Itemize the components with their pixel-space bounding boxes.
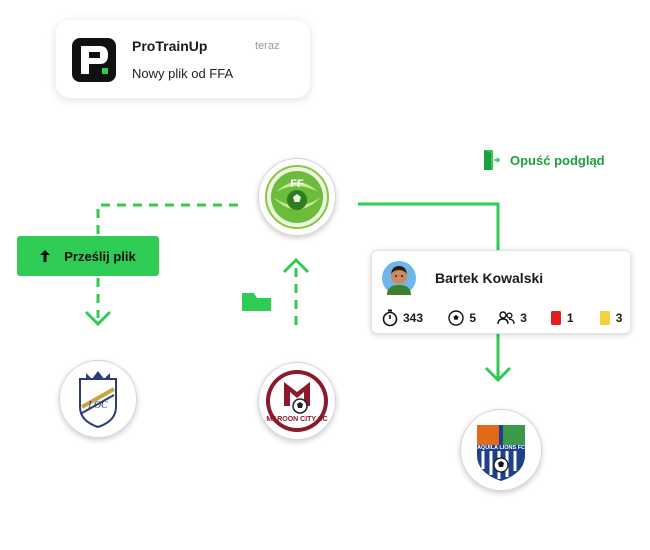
stat-minutes-value: 343 <box>403 311 424 325</box>
notification-message: Nowy plik od FFA <box>132 66 234 81</box>
notification-app-name: ProTrainUp <box>132 38 208 54</box>
leave-preview-button[interactable]: Opuść podgląd <box>482 149 605 171</box>
leave-preview-label: Opuść podgląd <box>510 152 605 168</box>
stat-appearances: 3 <box>497 311 550 325</box>
club-crest-right-icon: AQUILA LIONS FC <box>477 425 525 481</box>
upload-file-label: Prześlij plik <box>64 248 136 264</box>
player-card[interactable]: Bartek Kowalski 343 5 3 <box>371 250 631 334</box>
protrainup-app-icon <box>72 38 116 82</box>
club-logo-left[interactable]: LOC <box>59 360 137 438</box>
arrow-up-icon <box>40 250 51 262</box>
stopwatch-icon <box>382 309 398 327</box>
stat-goals: 5 <box>448 310 497 326</box>
club-middle-logo-text: MAROON CITY SC <box>266 416 327 423</box>
player-stats: 343 5 3 1 <box>382 309 628 327</box>
player-avatar <box>382 261 416 295</box>
player-name: Bartek Kowalski <box>435 270 544 286</box>
club-crest-middle-icon: MAROON CITY SC <box>266 370 328 432</box>
people-icon <box>497 311 515 325</box>
upload-file-button[interactable]: Prześlij plik <box>17 236 159 276</box>
club-logo-middle[interactable]: MAROON CITY SC <box>258 362 336 440</box>
club-logo-right[interactable]: AQUILA LIONS FC <box>460 409 542 491</box>
arrow-down-left-icon <box>84 310 112 327</box>
dashed-connector-left <box>96 203 238 236</box>
federation-logo-text: FF <box>290 178 304 190</box>
folder-icon <box>242 293 271 311</box>
solid-connector-right <box>358 202 500 250</box>
arrow-down-right-icon <box>484 366 512 383</box>
exit-door-icon <box>484 150 500 170</box>
red-card-icon <box>550 311 561 325</box>
club-crest-left-icon: LOC <box>79 371 117 429</box>
stat-yellow-cards: 3 <box>599 310 628 326</box>
stat-red-cards: 1 <box>550 310 599 326</box>
stat-appearances-value: 3 <box>520 311 527 325</box>
yellow-card-icon <box>599 311 610 325</box>
arrow-up-middle-icon <box>282 257 310 274</box>
stat-goals-value: 5 <box>469 311 477 325</box>
stat-yellow-cards-value: 3 <box>615 311 623 325</box>
soccer-ball-icon <box>448 310 465 326</box>
stat-red-cards-value: 1 <box>566 311 574 325</box>
notification-time: teraz <box>255 40 280 52</box>
notification-card[interactable]: ProTrainUp teraz Nowy plik od FFA <box>56 20 310 98</box>
stat-minutes: 343 <box>382 309 448 327</box>
club-left-logo-text: LOC <box>87 400 108 411</box>
federation-crest-icon: FF <box>265 165 329 229</box>
federation-logo[interactable]: FF <box>258 158 336 236</box>
club-right-logo-text: AQUILA LIONS FC <box>477 445 525 451</box>
